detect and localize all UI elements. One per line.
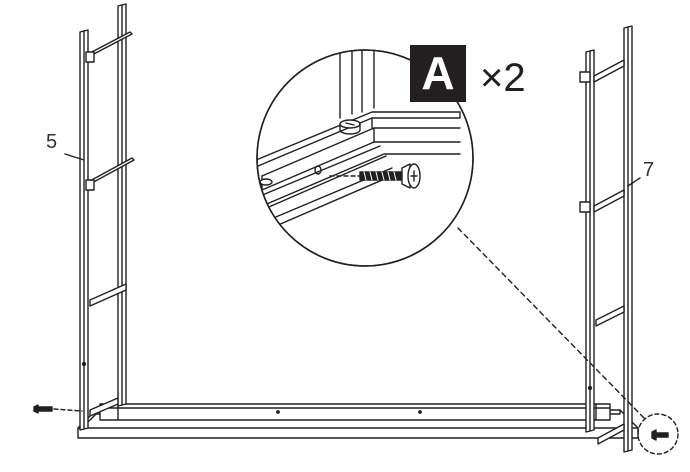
left-side-frame xyxy=(79,3,135,431)
leader-line-right xyxy=(627,177,641,187)
insertion-path-left xyxy=(53,408,83,412)
right-side-frame xyxy=(579,25,633,453)
leader-line-left xyxy=(64,153,85,161)
hardware-letter-badge: A xyxy=(410,45,466,102)
bottom-rail xyxy=(99,403,611,421)
screw-left xyxy=(33,404,53,414)
detail-target-circle xyxy=(637,413,679,455)
part-label-left: 5 xyxy=(46,131,58,153)
zoom-callout-line xyxy=(457,227,645,419)
zoom-detail xyxy=(256,49,474,267)
screw-right xyxy=(651,429,669,441)
hardware-quantity: ×2 xyxy=(480,56,526,100)
part-label-right: 7 xyxy=(643,159,655,181)
